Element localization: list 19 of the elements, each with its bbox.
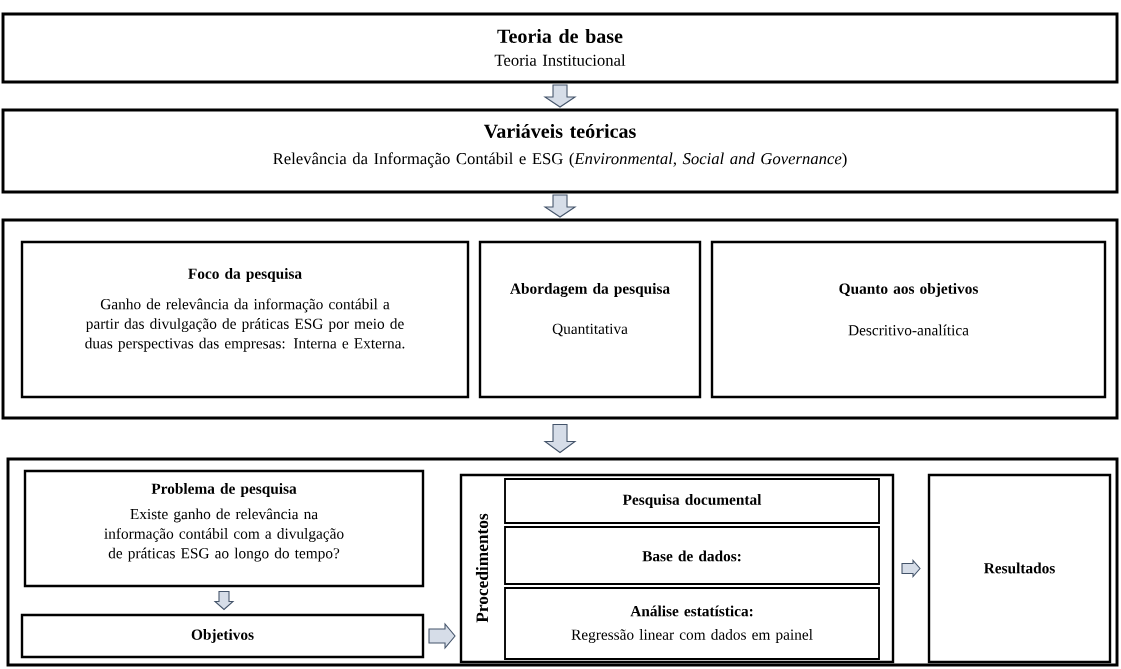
panel-box <box>6 457 1119 667</box>
block-arrow <box>213 590 235 611</box>
block-arrow <box>543 423 577 454</box>
text-box: Resultados <box>927 473 1112 664</box>
text-box: Análise estatística: Regressão linear com dados em painel <box>504 587 880 660</box>
text-box: Objetivos <box>20 613 425 659</box>
block-arrow <box>428 622 456 650</box>
panel-box <box>1 218 1119 420</box>
text-box: Quanto aos objetivos Descritivo-analítica <box>710 240 1107 399</box>
heading-box: Variáveis teóricas Relevância da Informação Contábil e ESG (Environmental, Social and Governance) <box>1 108 1119 194</box>
text-box: Problema de pesquisa Existe ganho de relevância na informação contábil com a divulgação de práticas ESG ao longo do tempo? <box>23 469 425 588</box>
text-box: Abordagem da pesquisa Quantitativa <box>478 240 702 399</box>
heading-box: Teoria de base Teoria Institucional <box>1 12 1119 84</box>
block-arrow <box>543 194 577 218</box>
block-arrow <box>901 559 921 578</box>
text-box: Foco da pesquisa Ganho de relevância da informação contábil a partir das divulgação de práticas ESG por meio de duas perspectivas das empresas: Interna e Externa. <box>20 240 470 399</box>
text-box: Pesquisa documental <box>504 478 880 524</box>
block-arrow <box>543 84 577 108</box>
text-box: Base de dados: <box>504 526 880 585</box>
